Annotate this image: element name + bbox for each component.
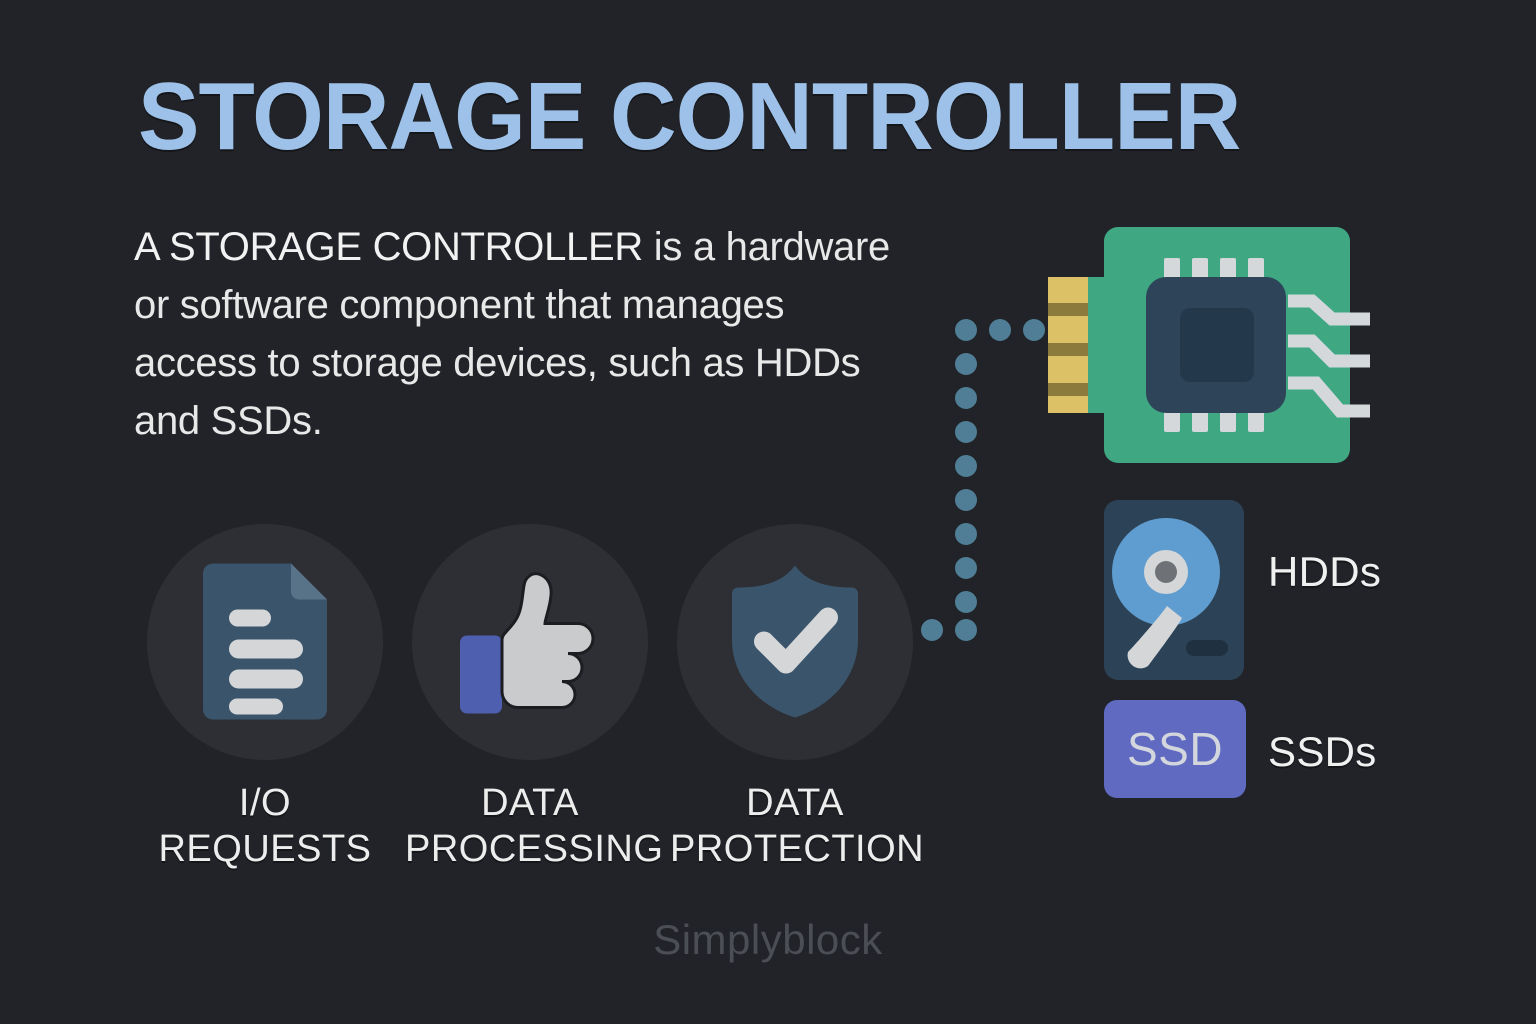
- feature-label-line2: PROTECTION: [670, 828, 925, 870]
- shield-check-icon: [720, 562, 870, 727]
- feature-data-protection: DATA PROTECTION: [670, 518, 925, 878]
- feature-io-requests: I/O REQUESTS: [140, 518, 390, 878]
- feature-label-line2: PROCESSING: [405, 828, 664, 870]
- dotted-connection-line: [900, 300, 1060, 665]
- hdd-label: HDDs: [1268, 548, 1382, 595]
- document-icon: [195, 562, 335, 727]
- description-emphasis: A STORAGE CONTROLLER: [134, 225, 643, 269]
- brand-footer: Simplyblock: [653, 916, 883, 963]
- feature-data-processing: DATA PROCESSING: [405, 518, 664, 878]
- solid-state-drive-icon: SSD: [1104, 700, 1246, 798]
- hard-disk-drive-icon: [1104, 500, 1244, 685]
- circuit-board-chip-icon: [1040, 215, 1372, 480]
- feature-label-line1: DATA: [481, 782, 579, 824]
- ssd-label: SSDs: [1268, 728, 1377, 775]
- feature-label-line1: DATA: [746, 782, 844, 824]
- description-text: A STORAGE CONTROLLER is a hardware or so…: [134, 218, 894, 450]
- thumbs-up-icon: [450, 562, 610, 727]
- ssd-chip-text: SSD: [1104, 700, 1246, 798]
- feature-label: DATA PROTECTION: [670, 780, 925, 872]
- feature-label-line2: REQUESTS: [158, 828, 372, 870]
- feature-label: I/O REQUESTS: [140, 780, 390, 872]
- feature-label-line1: I/O: [238, 782, 292, 824]
- description-rest: is a hardware or software component that…: [134, 225, 890, 443]
- feature-label: DATA PROCESSING: [405, 780, 664, 872]
- page-title: STORAGE CONTROLLER: [138, 63, 1241, 170]
- feature-row: I/O REQUESTS DATA PROCESSING: [140, 518, 940, 878]
